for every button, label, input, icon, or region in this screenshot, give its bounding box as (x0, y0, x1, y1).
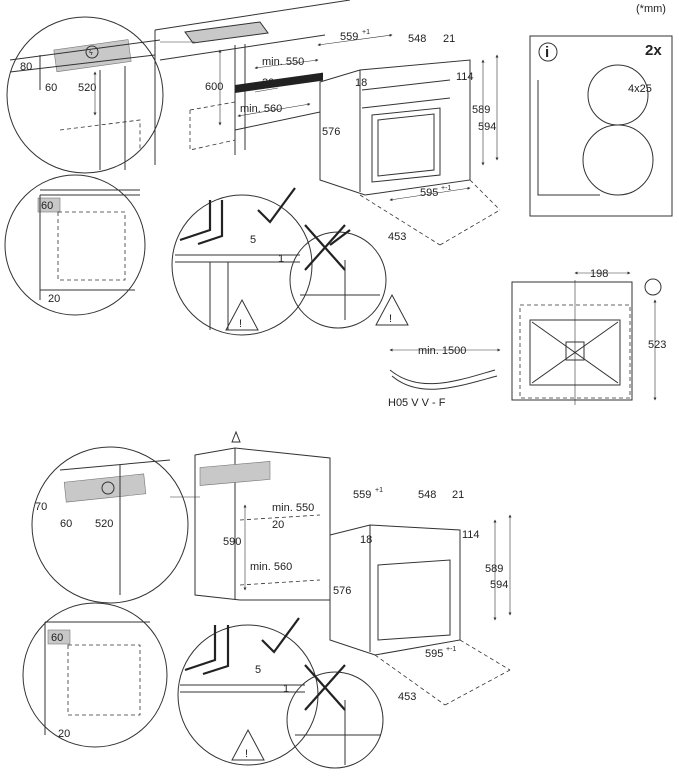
info-icon (538, 42, 558, 62)
lower-oven-589-label: 589 (485, 563, 503, 575)
cable: min. 1500 H05 V V - F (388, 345, 501, 409)
svg-text:ϟ: ϟ (89, 50, 93, 57)
oven-576-label: 576 (322, 126, 340, 138)
cable-type-label: H05 V V - F (388, 397, 446, 409)
oven-594-label: 594 (478, 121, 496, 133)
bottom-60-label: 60 (41, 200, 53, 212)
up-arrow-icon (231, 430, 241, 443)
upper-install-correct: 5 1 ! (171, 187, 313, 336)
upper-worktop (154, 0, 351, 165)
lower-niche-20-label: 20 (272, 519, 284, 531)
lower-oven-21-label: 21 (452, 489, 464, 501)
gap-1-label: 1 (278, 253, 284, 265)
oven-548-label: 548 (408, 33, 426, 45)
oven-559-label: 559 (340, 31, 358, 43)
niche-600-label: 600 (205, 81, 223, 93)
svg-text:+1: +1 (362, 29, 370, 36)
svg-text:!: ! (389, 313, 392, 325)
lower-niche-590-label: 590 (223, 536, 241, 548)
svg-text:!: ! (245, 748, 248, 760)
bottom-20-label: 20 (48, 293, 60, 305)
lower-cabinet-60-label: 60 (60, 518, 72, 530)
front-198-label: 198 (590, 268, 608, 280)
lower-oven-595-label: 595 (425, 648, 443, 660)
svg-text:!: ! (239, 318, 242, 330)
lower-install-wrong (286, 664, 384, 769)
svg-text:+-1: +-1 (446, 646, 456, 653)
niche-560-label: min. 560 (240, 103, 282, 115)
lower-cabinet: 590 min. 550 20 min. 560 (194, 447, 331, 601)
lower-oven: 559 +1 548 21 18 114 576 589 594 595 +-1… (329, 487, 512, 706)
oven-589-label: 589 (472, 104, 490, 116)
cable-length-label: min. 1500 (418, 345, 466, 357)
lower-oven-594-label: 594 (490, 579, 508, 591)
niche-20-label: 20 (262, 77, 274, 89)
upper-bottom-detail: 60 20 (4, 174, 146, 316)
unit-note: (*mm) (636, 3, 666, 15)
upper-cabinet-detail: ϟ 80 60 520 (6, 16, 164, 174)
lower-niche-550-label: min. 550 (272, 502, 314, 514)
warning-icon (375, 293, 409, 326)
lower-oven-548-label: 548 (418, 489, 436, 501)
oven-21-label: 21 (443, 33, 455, 45)
lower-gap-5-label: 5 (255, 664, 261, 676)
lower-oven-559-label: 559 (353, 489, 371, 501)
niche-550-label: min. 550 (262, 56, 304, 68)
upper-install-wrong (289, 224, 387, 329)
cabinet-520-label: 520 (78, 82, 96, 94)
lower-niche-560-label: min. 560 (250, 561, 292, 573)
lower-oven-114-label: 114 (462, 529, 480, 541)
cabinet-60-label: 60 (45, 82, 57, 94)
lower-oven-576-label: 576 (333, 585, 351, 597)
lower-cabinet-520-label: 520 (95, 518, 113, 530)
info-box: i 2x 4x25 (529, 35, 673, 217)
lower-cabinet-detail: 70 60 520 (31, 446, 189, 604)
oven-114-label: 114 (456, 71, 474, 83)
count-label: 2x (645, 42, 662, 59)
svg-text:i: i (545, 44, 549, 61)
lower-cabinet-70-label: 70 (35, 501, 47, 513)
svg-text:+1: +1 (375, 487, 383, 494)
lower-oven-18-label: 18 (360, 534, 372, 546)
lower-bottom-20-label: 20 (58, 728, 70, 740)
lower-bottom-detail: 60 20 (22, 602, 168, 748)
upper-niche-dimensions: 600 min. 550 20 min. 560 (205, 49, 319, 126)
lower-bottom-60-label: 60 (51, 632, 63, 644)
vent-strip (235, 72, 323, 93)
lower-install-correct: 5 1 ! (177, 617, 319, 766)
oven-453-label: 453 (388, 231, 406, 243)
front-view: 198 523 (511, 268, 666, 405)
cabinet-80-label: 80 (20, 61, 32, 73)
screw-label: 4x25 (628, 83, 652, 95)
lower-gap-1-label: 1 (283, 683, 289, 695)
upper-oven: 559 +1 548 21 18 114 576 589 594 595 +-1… (317, 29, 501, 246)
front-523-label: 523 (648, 339, 666, 351)
gap-5-label: 5 (250, 234, 256, 246)
lower-oven-453-label: 453 (398, 691, 416, 703)
oven-18-label: 18 (355, 77, 367, 89)
